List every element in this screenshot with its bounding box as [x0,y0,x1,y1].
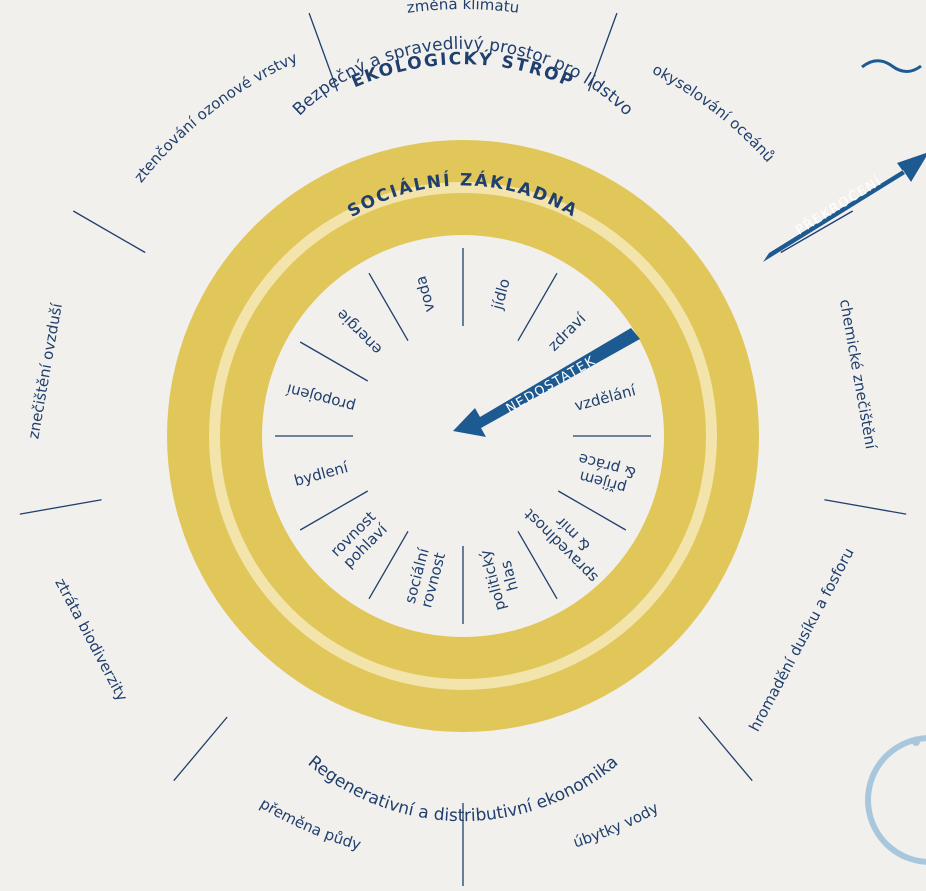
doughnut-hole [262,235,664,637]
overshoot-arrow: PŘEKROČENÍ [763,153,926,262]
eco-label-chemical: chemické znečištění [836,298,880,451]
outer-divider [780,210,854,254]
inner-divider [517,272,558,342]
inner-divider [517,530,558,600]
outer-dividers [19,12,907,886]
eco-label-ocean: okyselování oceánů [650,60,779,165]
overshoot-label: PŘEKROČENÍ [793,173,885,239]
outer-divider [698,716,753,782]
overshoot-arrow-shape [763,153,926,262]
eco-label-biodiversity: ztráta biodiverzity [51,575,131,704]
eco-label-water: úbytky vody [571,799,662,852]
eco-label-nitrogen: hromadění dusíku a fosforu [745,545,857,735]
eco-label-air: znečištění ovzduší [24,301,66,440]
outer-divider [587,12,618,92]
ring-icon [865,735,926,865]
outer-divider [72,210,146,254]
eco-label-climate: změna klimatu [406,0,521,17]
eco-label-ozone: ztenčování ozonové vrstvy [130,49,300,186]
inner-divider [299,490,369,531]
shortfall-arrow-shape [453,328,640,437]
inner-dividers [275,248,651,624]
inner-divider [557,490,627,531]
inner-divider [368,272,409,342]
outer-divider [173,716,228,782]
outer-divider [19,499,102,515]
wave-icon [861,59,922,73]
outer-divider [824,499,907,515]
inner-divider [299,341,369,382]
eco-label-land: přeměna půdy [257,794,363,853]
outer-divider [308,12,339,92]
inner-divider [368,530,409,600]
safe-space-label: Bezpečný a spravedlivý prostor pro lidst… [289,34,637,120]
outer-ring [167,140,759,732]
